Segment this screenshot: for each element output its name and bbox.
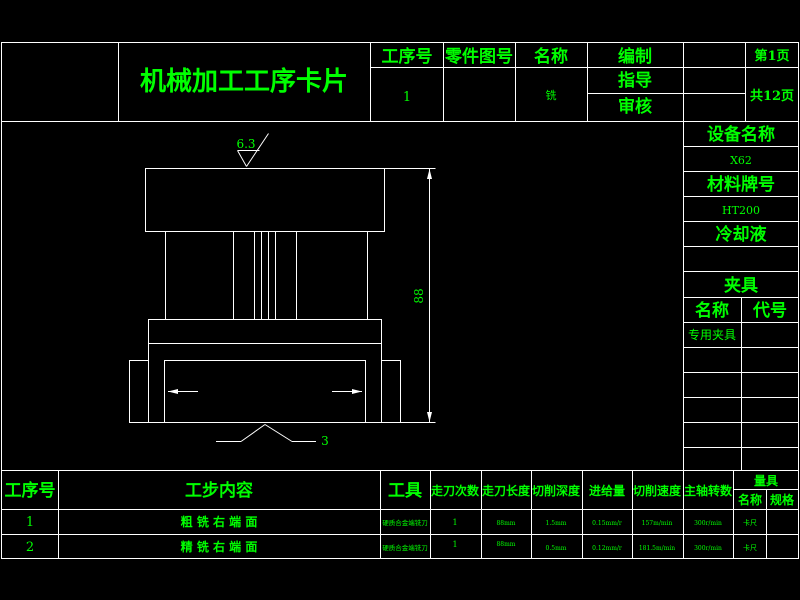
row-step-content: 精 铣 右 端 面 (181, 539, 258, 554)
bottom-dimension-value: 3 (321, 434, 329, 448)
fixture-name-value: 专用夹具 (688, 327, 736, 342)
right-clamp-jaw (381, 360, 401, 423)
th-cut-depth: 切削深度 (532, 483, 581, 498)
row-feed: 0.15mm/r (592, 520, 622, 527)
reviewed-by-label: 审核 (618, 96, 652, 117)
fixture-code-label: 代号 (752, 300, 787, 321)
right-clamp-arrowhead (352, 389, 362, 394)
drawing-annotations: 6.3 88 3 (236, 137, 426, 448)
th-process-no: 工序号 (5, 480, 56, 501)
row-process-no: 1 (26, 515, 34, 530)
th-spindle-speed: 主轴转数 (684, 483, 733, 498)
card-title: 机械加工工序卡片 (140, 66, 348, 97)
th-tool: 工具 (388, 481, 422, 501)
header-process-no-label: 工序号 (382, 46, 433, 67)
side-panel: 设备名称 X62 材料牌号 HT200 冷却液 夹具 名称 代号 专用夹具 (688, 124, 787, 342)
left-clamp-jaw (129, 360, 149, 423)
th-passes: 走刀次数 (431, 483, 480, 498)
part-top-block (145, 168, 385, 232)
frame-lines (1, 42, 799, 559)
total-pages: 共12页 (750, 88, 794, 104)
row-spindle-speed: 300r/min (694, 545, 722, 552)
row-gauge: 卡尺 (743, 543, 757, 552)
header-block: 机械加工工序卡片 工序号 零件图号 名称 1 铣 编制 指导 审核 第1页 共1… (140, 46, 794, 117)
equipment-name-value: X62 (730, 154, 752, 167)
page-number: 第1页 (754, 48, 789, 64)
instructed-by-label: 指导 (618, 70, 652, 91)
row-process-no: 2 (26, 540, 34, 555)
row-cut-depth: 0.5mm (546, 545, 567, 552)
material-label: 材料牌号 (707, 174, 775, 195)
fixture-label: 夹具 (724, 275, 758, 296)
th-gauge-name: 名称 (738, 492, 762, 507)
th-gauge-spec: 规格 (770, 492, 795, 507)
equipment-name-label: 设备名称 (707, 124, 775, 145)
row-tool: 硬质合金端铣刀 (382, 543, 428, 552)
roughness-value: 6.3 (236, 137, 255, 151)
row-spindle-speed: 300r/min (694, 520, 722, 527)
th-gauge: 量具 (754, 474, 778, 488)
prepared-by-label: 编制 (618, 46, 652, 67)
fixture-name-label: 名称 (695, 300, 729, 321)
header-name-label: 名称 (534, 46, 568, 67)
part-drawing (129, 133, 436, 442)
height-dimension-value: 88 (412, 288, 426, 303)
header-name-value: 铣 (546, 88, 557, 102)
dimension-arrows (168, 169, 432, 422)
th-pass-length: 走刀长度 (482, 483, 531, 498)
th-cut-speed: 切削速度 (633, 483, 682, 498)
th-feed: 进给量 (589, 483, 625, 498)
row-cut-speed: 181.5m/min (639, 545, 675, 552)
dimension-arrow-top (427, 169, 432, 179)
row-tool: 硬质合金端铣刀 (382, 518, 428, 527)
material-value: HT200 (722, 204, 760, 217)
table-row: 1 粗 铣 右 端 面 硬质合金端铣刀 1 88mm 1.5mm 0.15mm/… (26, 514, 757, 530)
row-passes: 1 (452, 540, 457, 549)
row-gauge: 卡尺 (743, 518, 757, 527)
row-pass-length: 88mm (496, 541, 515, 548)
part-base-plate (148, 319, 382, 344)
steps-table-header: 工序号 工步内容 工具 走刀次数 走刀长度 切削深度 进给量 切削速度 主轴转数… (5, 474, 795, 507)
header-process-no-value: 1 (403, 90, 411, 105)
row-pass-length: 88mm (496, 520, 515, 527)
coolant-label: 冷却液 (716, 224, 767, 245)
dimension-arrow-bottom (427, 412, 432, 422)
row-feed: 0.12mm/r (592, 545, 622, 552)
row-cut-depth: 1.5mm (546, 520, 567, 527)
table-row: 2 精 铣 右 端 面 硬质合金端铣刀 1 88mm 0.5mm 0.12mm/… (26, 539, 757, 555)
left-clamp-arrowhead (168, 389, 178, 394)
row-cut-speed: 157m/min (642, 520, 673, 527)
th-step-content: 工步内容 (185, 480, 253, 501)
header-part-drawing-no-label: 零件图号 (444, 46, 513, 67)
row-step-content: 粗 铣 右 端 面 (181, 514, 258, 529)
row-passes: 1 (452, 518, 457, 527)
